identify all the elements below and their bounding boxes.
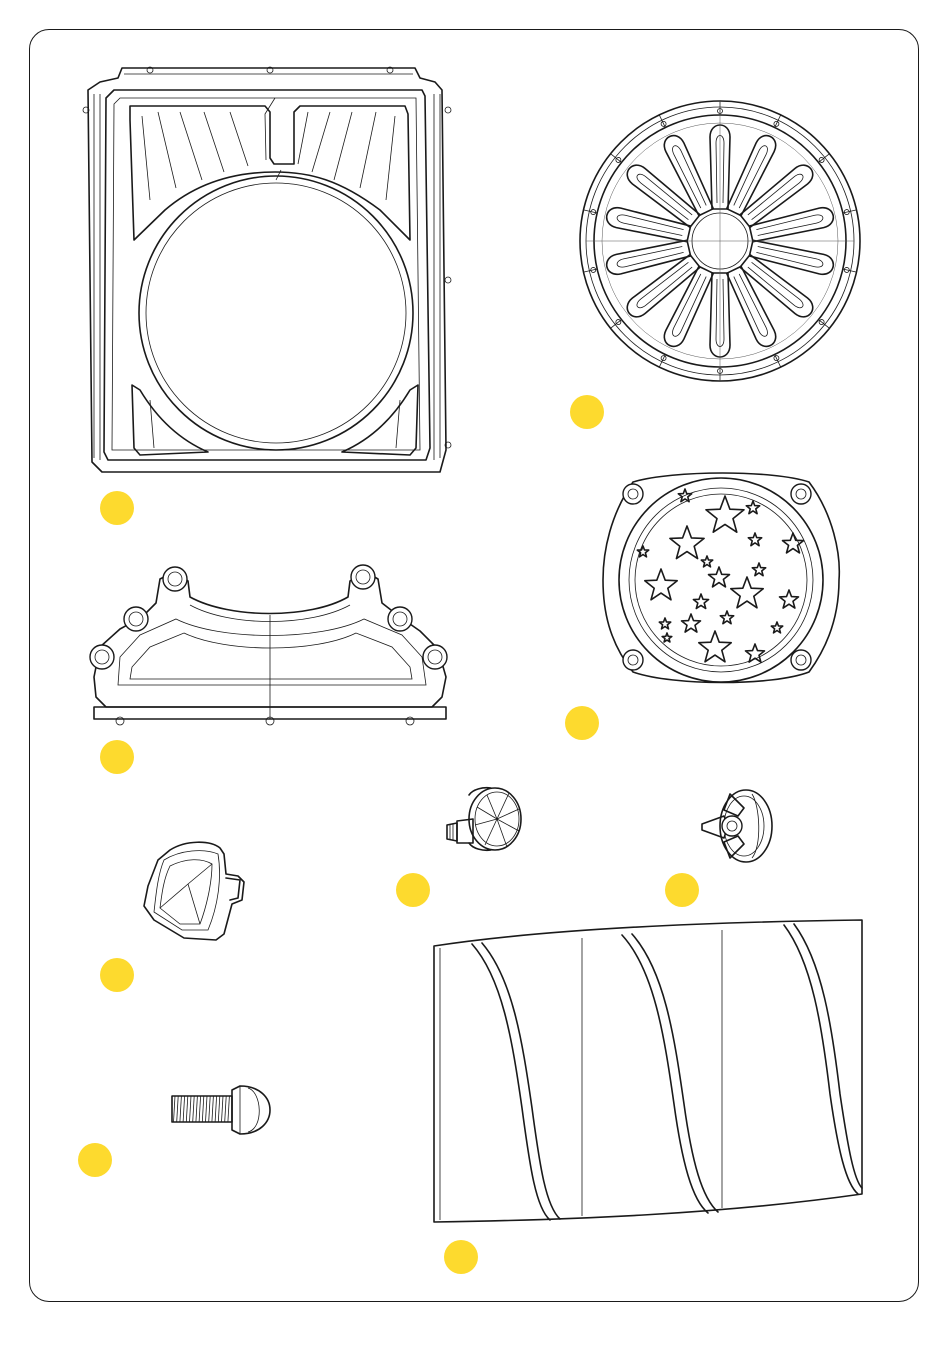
knob-cap-icon [140, 838, 250, 942]
part-marker-dot [100, 491, 134, 525]
wing-nut-icon [694, 786, 778, 866]
part-marker-dot [570, 395, 604, 429]
star-cover-plate-icon [603, 474, 841, 686]
round-grille-icon [578, 97, 862, 385]
part-marker-dot [444, 1240, 478, 1274]
spiral-wrap-sheet-icon [432, 918, 866, 1228]
front-panel-frame-icon [80, 60, 465, 480]
thumb-screw-icon [443, 785, 529, 855]
part-marker-dot [565, 706, 599, 740]
part-marker-dot [396, 873, 430, 907]
part-marker-dot [100, 958, 134, 992]
machine-screw-icon [170, 1078, 270, 1142]
part-marker-dot [100, 740, 134, 774]
part-marker-dot [78, 1143, 112, 1177]
part-marker-dot [665, 873, 699, 907]
top-bracket-icon [80, 557, 460, 727]
